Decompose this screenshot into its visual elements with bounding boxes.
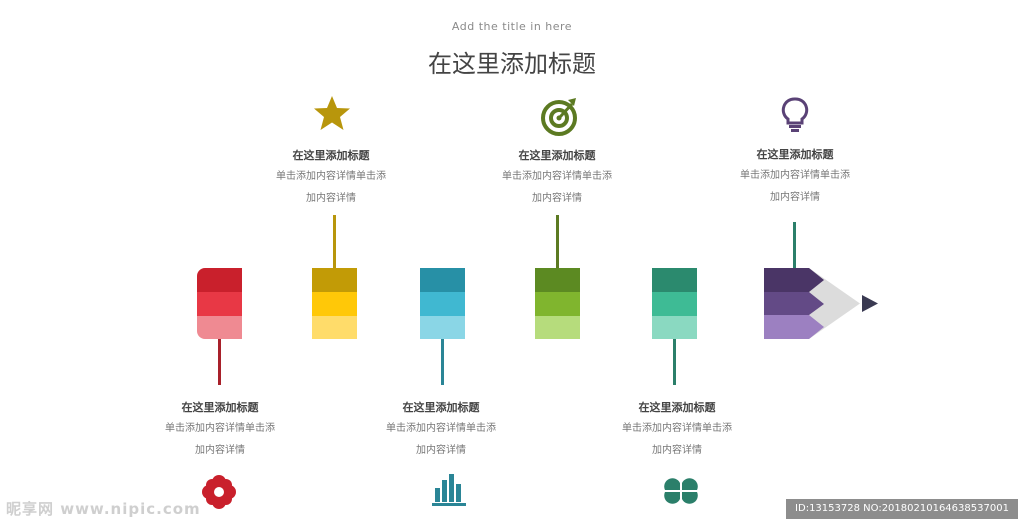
segment-5-connector [673, 339, 676, 385]
segment-5-band-bottom [652, 316, 697, 339]
item-4-description: 单击添加内容详情单击添加内容详情 [502, 171, 612, 204]
item-3-description: 单击添加内容详情单击添加内容详情 [386, 423, 496, 456]
segment-1-band-bottom [197, 316, 242, 339]
item-4-title: 在这里添加标题 [518, 149, 596, 162]
item-6-title: 在这里添加标题 [756, 148, 834, 161]
item-1-title: 在这里添加标题 [181, 401, 259, 414]
segment-1-connector [218, 339, 221, 385]
item-1-description: 单击添加内容详情单击添加内容详情 [165, 423, 275, 456]
segment-5-band-top [652, 268, 697, 292]
target-icon [541, 98, 577, 136]
segment-2-band-bottom [312, 316, 357, 339]
item-2-title: 在这里添加标题 [292, 149, 370, 162]
lightbulb-icon [781, 97, 809, 132]
item-5-title: 在这里添加标题 [638, 401, 716, 414]
segment-5-band-mid [652, 292, 697, 316]
segment-3-band-top [420, 268, 465, 292]
segment-4-band-top [535, 268, 580, 292]
segment-4-connector [556, 215, 559, 268]
segment-2-band-mid [312, 292, 357, 316]
segment-2-connector [333, 215, 336, 268]
item-2-description: 单击添加内容详情单击添加内容详情 [276, 171, 386, 204]
segment-3-connector [441, 339, 444, 385]
segment-2-band-top [312, 268, 357, 292]
segment-3-band-bottom [420, 316, 465, 339]
segment-4-band-mid [535, 292, 580, 316]
segment-6-connector [793, 222, 796, 268]
flower-icon [202, 475, 236, 509]
pencil-tip [764, 268, 878, 339]
segment-1-band-mid [197, 292, 242, 316]
item-3-title: 在这里添加标题 [402, 401, 480, 414]
watermark-left: 昵享网 www.nipic.com [6, 500, 201, 518]
subtitle: Add the title in here [451, 20, 573, 33]
segment-3-band-mid [420, 292, 465, 316]
segment-4-band-bottom [535, 316, 580, 339]
item-5-description: 单击添加内容详情单击添加内容详情 [622, 423, 732, 456]
page-title: 在这里添加标题 [428, 50, 596, 78]
bar-chart-icon [432, 474, 466, 506]
star-icon [314, 96, 350, 130]
segment-1-band-top [197, 268, 242, 292]
watermark-id: ID:13153728 NO:20180210164638537001 [786, 499, 1018, 519]
clover-icon [664, 478, 698, 504]
item-6-description: 单击添加内容详情单击添加内容详情 [740, 170, 850, 203]
